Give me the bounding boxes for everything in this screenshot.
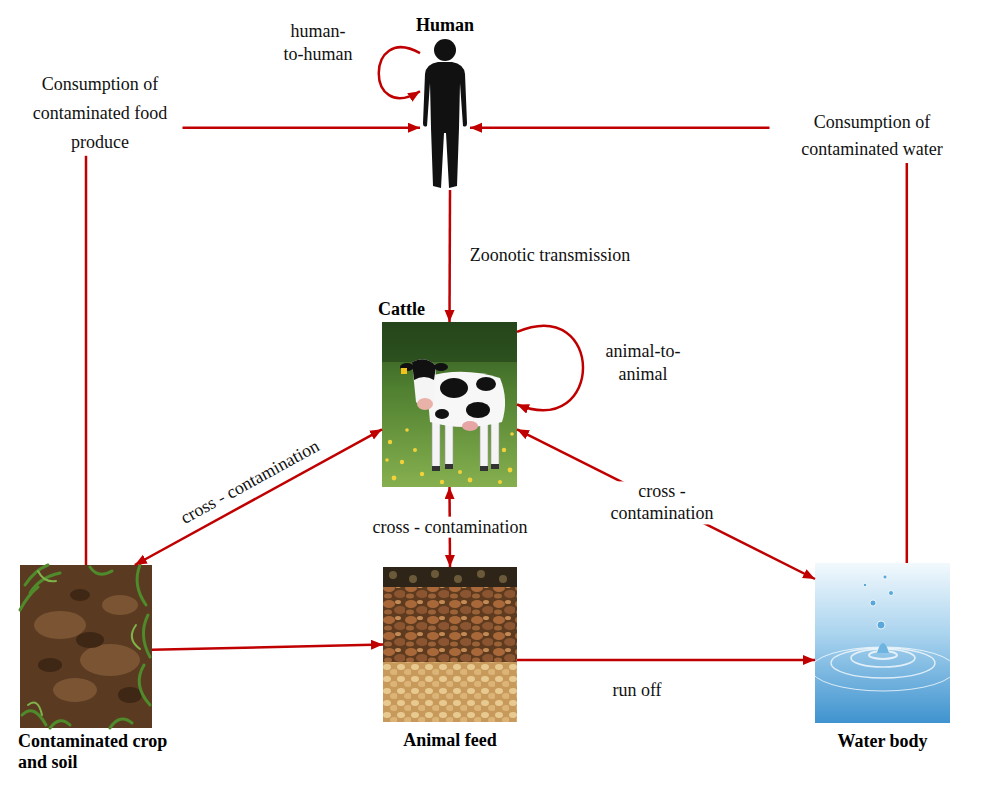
picture-node: Cattle [382,322,517,487]
node-heading: Water body [837,731,927,752]
arrow-connector [448,190,451,322]
node-heading: Contaminated crop and soil [18,731,168,772]
node-heading: Cattle [378,299,425,320]
edge-label: animal-to-animal [601,340,685,385]
arrow-connector [379,47,420,98]
edge-label: run off [609,680,664,701]
edge-label: Consumption of contaminated water [770,109,975,163]
water-picture [811,563,955,723]
arrow-connector [152,645,383,650]
picture-node: Contaminated crop and soil [20,565,152,728]
arrow-connector [135,429,382,565]
picture-node: Animal feed [383,567,517,722]
cattle-picture [382,322,517,487]
arrow-connector [517,429,815,579]
edge-label: Consumption of contaminated food produce [18,70,183,156]
edge-label: cross - contamination [370,517,531,538]
node-heading: Animal feed [403,730,497,751]
feed-picture [383,567,517,722]
arrow-connector [517,326,583,410]
edge-label: cross - contamination [174,434,325,530]
edge-label: cross - contamination [605,481,720,524]
node-heading: Human [416,15,474,36]
arrow-connector [517,659,815,662]
picture-node: Human [420,38,470,190]
human-silhouette [423,39,467,188]
soil-picture [20,565,152,728]
arrow-connector [470,128,907,563]
edge-label: Zoonotic transmission [467,245,634,266]
arrow-connector [86,128,420,565]
picture-node: Water body [815,563,950,723]
edge-label: human-to-human [278,20,358,65]
